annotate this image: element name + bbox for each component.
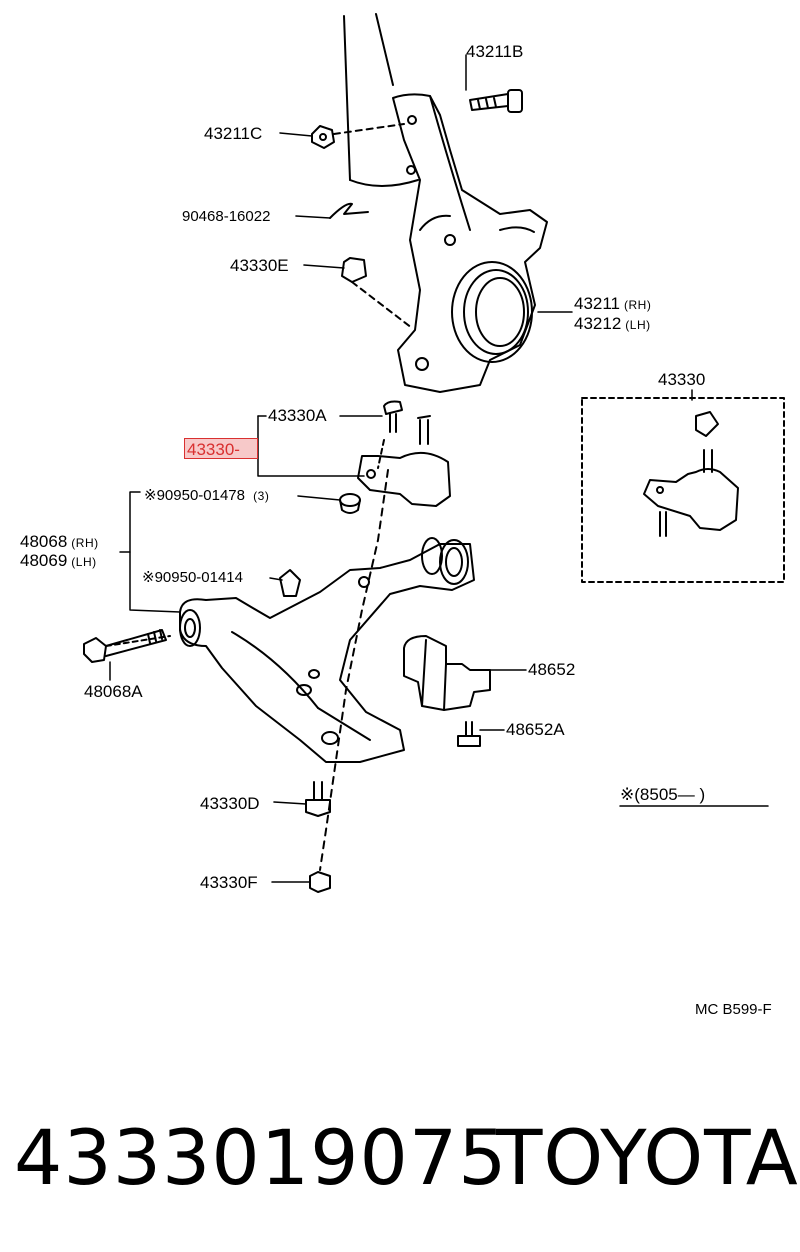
label-43211: 43211(RH) (574, 294, 652, 313)
note-8505: ※(8505— ) (620, 785, 706, 804)
label-48068: 48068(RH) (20, 532, 99, 551)
part-number: 4333019075 (14, 1113, 508, 1202)
nut-43211c (311, 123, 405, 149)
parts-diagram: 43211B 43211C 90468-16022 43330E 43211(R… (20, 13, 785, 1018)
label-48069: 48069(LH) (20, 551, 97, 570)
steering-knuckle (392, 93, 548, 393)
label-43211b: 43211B (466, 42, 524, 61)
bolt-43330d (305, 781, 331, 817)
highlight-43330[interactable]: 43330- (184, 438, 258, 459)
label-90468-16022: 90468-16022 (182, 208, 271, 225)
ball-joint-main (357, 400, 451, 507)
ball-joint-inset (643, 411, 739, 537)
label-43330f: 43330F (200, 873, 258, 892)
label-90950-01414: ※90950-01414 (142, 569, 243, 586)
label-43211c: 43211C (204, 124, 263, 143)
lower-arm (179, 537, 475, 763)
inset-box (581, 397, 785, 583)
leader-lines (109, 54, 769, 883)
label-43330a: 43330A (268, 406, 327, 425)
brand-name: TOYOTA (496, 1113, 799, 1202)
label-48652: 48652 (528, 660, 576, 679)
stabilizer-bushing (403, 635, 491, 711)
label-43330-inset: 43330 (658, 370, 706, 389)
strut-tube (343, 13, 419, 187)
diagram-drawing (83, 13, 785, 893)
bolt-48068a (83, 629, 171, 663)
label-48652a: 48652A (506, 720, 565, 739)
bolt-48652a (457, 721, 481, 747)
cotter-pin (329, 202, 369, 219)
assembly-axis (319, 469, 389, 871)
footer: 4333019075 TOYOTA (14, 1108, 798, 1218)
nut-43330e (341, 257, 413, 329)
bolt-43211b (469, 89, 523, 113)
grommet-01478 (339, 493, 361, 514)
diagram-code: MC B599-F (695, 1001, 772, 1018)
label-90950-01478: ※90950-01478 (3) (144, 487, 270, 504)
grommet-01414 (279, 569, 301, 597)
label-43212: 43212(LH) (574, 314, 651, 333)
label-48068a: 48068A (84, 682, 143, 701)
label-43330e: 43330E (230, 256, 289, 275)
nut-43330f (309, 871, 331, 893)
label-43330d: 43330D (200, 794, 260, 813)
